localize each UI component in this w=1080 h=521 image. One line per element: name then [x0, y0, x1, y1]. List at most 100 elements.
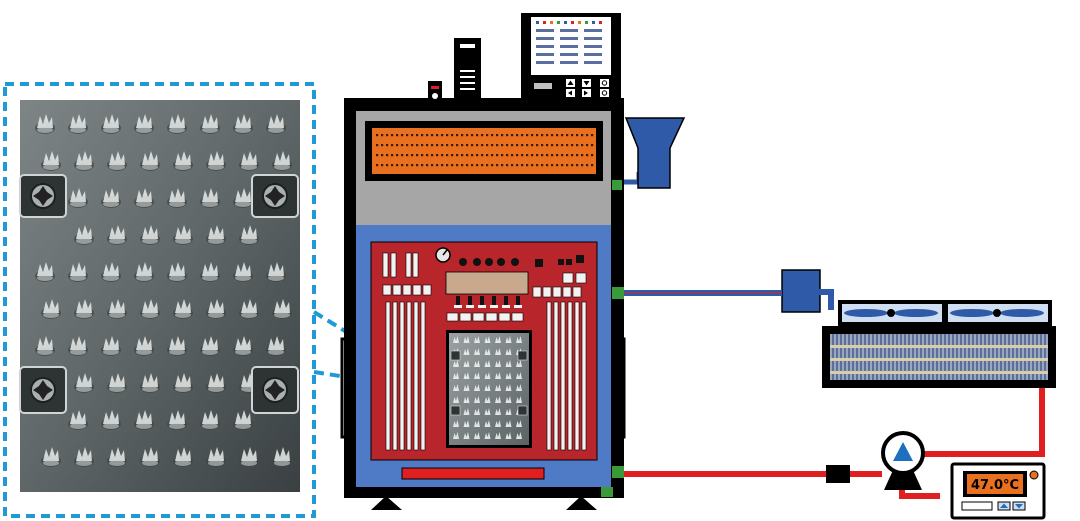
top-left-handle-module: [454, 38, 481, 100]
pin: [35, 114, 55, 134]
pin: [239, 225, 259, 245]
heat-exchanger: [781, 269, 834, 313]
board-indicator-dots: [459, 258, 519, 266]
pin: [41, 447, 61, 467]
pin: [233, 188, 253, 208]
mounting-screw-top-right: [251, 174, 299, 218]
chiller-slot: [961, 501, 993, 511]
pin: [134, 262, 154, 282]
radiator-band-1: [830, 345, 1048, 348]
screen-readout: [536, 21, 602, 64]
pin: [206, 151, 226, 171]
coolant-lines: [624, 290, 1045, 499]
mounting-screw-bottom-right: [251, 366, 299, 414]
pin: [266, 336, 286, 356]
pin-array: [35, 114, 292, 467]
chiller-unit: 47.0°C: [950, 462, 1046, 520]
board-left-pin-headers: [382, 252, 419, 278]
callout-line-upper: [312, 310, 446, 394]
pin: [35, 336, 55, 356]
panel-slot: [534, 83, 552, 89]
pin: [206, 447, 226, 467]
pin: [68, 336, 88, 356]
pin: [173, 225, 193, 245]
pin: [68, 410, 88, 430]
fan-icon-2: [948, 304, 1048, 322]
pin: [239, 151, 259, 171]
chiller-power-led: [1029, 470, 1039, 480]
pin: [266, 114, 286, 134]
connector-header: [372, 128, 596, 174]
pump-icon: [881, 431, 925, 490]
panel-key-circle-2[interactable]: [600, 89, 609, 97]
pin: [107, 373, 127, 393]
zoomed-photo-panel: [3, 82, 316, 518]
pin: [167, 114, 187, 134]
foot-left: [371, 496, 402, 510]
board-small-connectors: [454, 296, 522, 308]
pin: [272, 447, 292, 467]
pin: [101, 114, 121, 134]
pin: [74, 373, 94, 393]
device-photo: [20, 100, 300, 492]
pin: [200, 114, 220, 134]
arrow-up-icon-chiller: [1000, 503, 1008, 508]
inline-filter: [826, 465, 850, 483]
heat-exchanger-block: [781, 269, 821, 313]
board-socket: [446, 330, 532, 448]
foot-right: [566, 496, 597, 510]
board-right-tab-row: [532, 286, 582, 298]
mounting-screw-bottom-left: [19, 366, 67, 414]
exchanger-outlet: [819, 289, 834, 310]
fitting-bottom: [601, 487, 613, 497]
pin: [68, 262, 88, 282]
pin: [68, 188, 88, 208]
return-line-radiator-to-pump: [922, 388, 1045, 457]
board-label-plate: [445, 271, 529, 295]
pin: [107, 299, 127, 319]
pin: [233, 336, 253, 356]
board-right-components: [535, 255, 587, 284]
pin: [173, 299, 193, 319]
test-cabinet: [340, 13, 626, 510]
pin: [200, 262, 220, 282]
pin: [167, 262, 187, 282]
pin: [233, 410, 253, 430]
exhaust-funnel: [624, 117, 686, 189]
board-right-strips: [546, 301, 587, 451]
pin: [74, 447, 94, 467]
temperature-readout: 47.0°C: [971, 478, 1019, 493]
arrow-down-icon-chiller: [1015, 504, 1023, 509]
pin: [134, 188, 154, 208]
fitting-top: [612, 180, 622, 190]
board-middle-tab-row: [446, 312, 524, 322]
panel-key-circle-1[interactable]: [600, 79, 609, 87]
pin: [41, 299, 61, 319]
pin: [74, 151, 94, 171]
pin: [140, 373, 160, 393]
pin: [239, 299, 259, 319]
pin: [140, 447, 160, 467]
radiator: [822, 300, 1056, 388]
pin: [206, 299, 226, 319]
control-panel: [521, 13, 621, 101]
pin: [107, 151, 127, 171]
pin: [206, 225, 226, 245]
pin: [134, 336, 154, 356]
pin: [68, 114, 88, 134]
gauge-icon: [435, 247, 451, 263]
connector-header-holes: [376, 134, 594, 167]
pin: [134, 114, 154, 134]
pin: [140, 225, 160, 245]
top-small-switch: [428, 81, 442, 101]
pin: [167, 188, 187, 208]
pin: [140, 299, 160, 319]
pin: [107, 447, 127, 467]
pin: [233, 114, 253, 134]
pin: [74, 299, 94, 319]
fitting-lower: [612, 466, 624, 478]
pin: [206, 373, 226, 393]
pin: [74, 225, 94, 245]
pin: [239, 447, 259, 467]
